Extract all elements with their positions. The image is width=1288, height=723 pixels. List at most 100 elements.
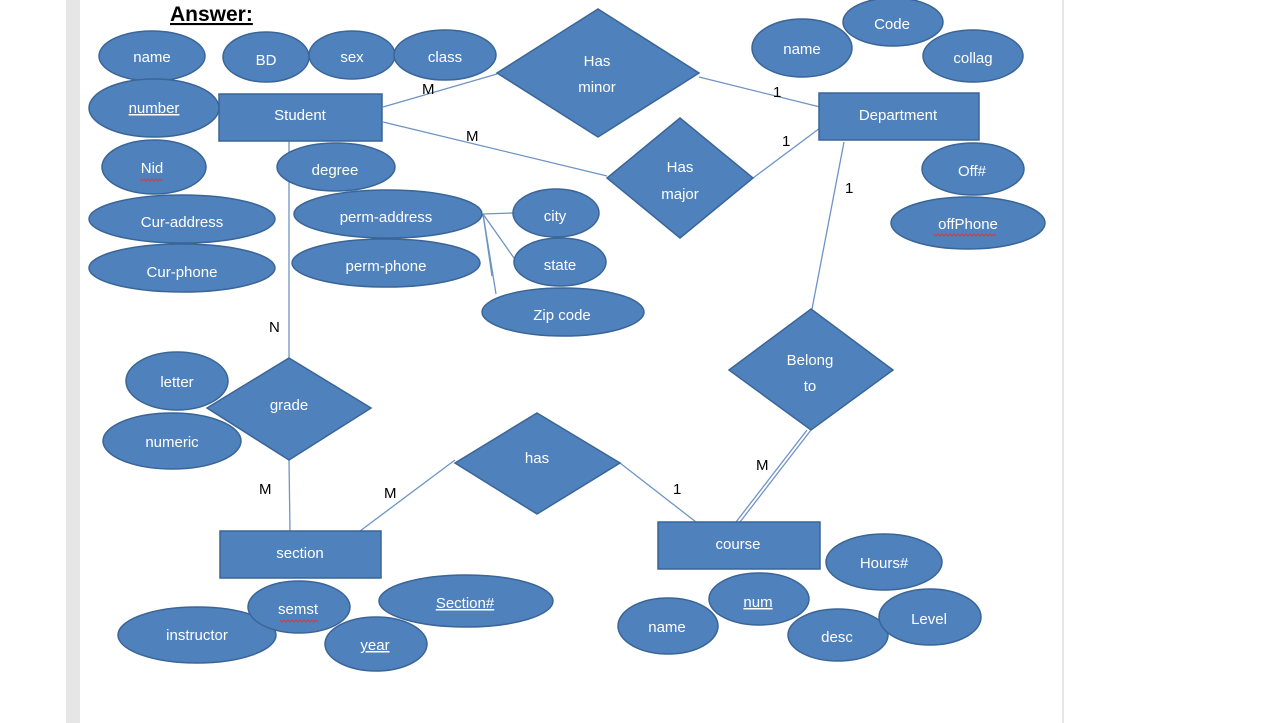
attr-state-label: state (544, 257, 577, 274)
line-grade-section (288, 459, 291, 532)
rel-belong-to (727, 308, 895, 431)
attr-cur-address-label: Cur-address (141, 214, 224, 231)
rel-has-major-label-1: Has (667, 159, 694, 176)
attr-level-label: Level (911, 611, 947, 628)
page-margin-left (66, 0, 80, 723)
attr-off-phone (890, 196, 1046, 250)
attr-course-name (617, 597, 719, 655)
card-department-belong: 1 (845, 180, 853, 197)
attr-numeric (102, 412, 242, 470)
attr-degree-label: degree (312, 162, 359, 179)
attr-city-label: city (544, 208, 567, 225)
attr-section-no-label: Section# (436, 595, 495, 612)
attr-desc-label: desc (821, 629, 853, 646)
spellcheck-nid (139, 178, 163, 182)
line-permaddress-state (482, 213, 515, 259)
labels: Student Department section course Has mi… (129, 16, 998, 654)
rel-grade-label: grade (270, 397, 308, 414)
attr-collag (922, 29, 1024, 83)
card-student-major: M (466, 128, 479, 145)
attr-section-no (378, 574, 554, 628)
line-department-belongto (811, 141, 845, 310)
card-student-grade: N (269, 319, 280, 336)
attr-nid (101, 139, 207, 195)
attr-class-label: class (428, 49, 462, 66)
attr-off-no (921, 142, 1025, 196)
attr-bd-label: BD (256, 52, 277, 69)
line-belongto-course-b (739, 429, 812, 523)
attr-sex-label: sex (340, 49, 364, 66)
attr-instructor (117, 606, 277, 664)
attr-collag-label: collag (953, 50, 992, 67)
entity-course (657, 521, 821, 570)
attr-dept-name (751, 18, 853, 78)
attr-dept-name-label: name (783, 41, 821, 58)
attr-year (324, 616, 428, 672)
rel-has-minor-label-2: minor (578, 79, 616, 96)
rel-has-minor-label-1: Has (584, 53, 611, 70)
attr-cur-phone (88, 243, 276, 293)
attr-hours-no (825, 533, 943, 591)
attr-zip-code-label: Zip code (533, 307, 591, 324)
entity-student-label: Student (274, 107, 327, 124)
card-student-minor: M (422, 81, 435, 98)
line-student-hasminor (382, 73, 498, 108)
attr-semst-label: semst (278, 601, 319, 618)
entity-student (218, 93, 383, 142)
attr-perm-address (293, 189, 483, 239)
attr-number-label: number (129, 100, 180, 117)
attr-off-no-label: Off# (958, 163, 987, 180)
attr-zip-code (481, 287, 645, 337)
answer-heading: Answer: (170, 3, 253, 26)
entity-department-label: Department (859, 107, 938, 124)
line-has-course (619, 462, 697, 523)
rel-has-label: has (525, 450, 549, 467)
card-major-department: 1 (782, 133, 790, 150)
attr-course-name-label: name (648, 619, 686, 636)
attr-off-phone-label: offPhone (938, 216, 998, 233)
attr-num-label: num (743, 594, 772, 611)
line-permaddress-zipcode-b (482, 213, 493, 277)
attr-perm-phone (291, 238, 481, 288)
attr-perm-address-label: perm-address (340, 209, 433, 226)
attr-degree (276, 142, 396, 192)
attr-desc (787, 608, 889, 662)
attr-year-label: year (360, 637, 389, 654)
rel-has-major-label-2: major (661, 186, 699, 203)
rel-has-minor (495, 8, 701, 138)
card-minor-department: 1 (773, 84, 781, 101)
card-section-has: M (384, 485, 397, 502)
entity-course-label: course (715, 536, 760, 553)
attr-letter-label: letter (160, 374, 193, 391)
rel-belong-to-label-1: Belong (787, 352, 834, 369)
attr-letter (125, 351, 229, 411)
line-permaddress-city (482, 212, 514, 215)
rel-has (453, 412, 622, 515)
card-grade-section: M (259, 481, 272, 498)
rel-belong-to-label-2: to (804, 378, 817, 395)
attr-level (878, 588, 982, 646)
card-belong-course: M (756, 457, 769, 474)
attr-code (842, 0, 944, 47)
entity-section (219, 530, 382, 579)
attr-instructor-label: instructor (166, 627, 228, 644)
attr-numeric-label: numeric (145, 434, 199, 451)
attr-hours-no-label: Hours# (860, 555, 909, 572)
line-hasminor-department (698, 76, 821, 108)
spellcheck-marks (139, 178, 997, 623)
entity-section-label: section (276, 545, 324, 562)
page-margin-right (1062, 0, 1064, 723)
line-belongto-course-a (735, 429, 808, 523)
attr-state (513, 237, 607, 287)
attr-code-label: Code (874, 16, 910, 33)
line-student-hasmajor (382, 121, 608, 177)
connector-lines (288, 73, 845, 532)
attr-nid-label: Nid (141, 160, 164, 177)
attr-semst (247, 580, 351, 634)
line-section-has (359, 459, 456, 532)
rel-has-major (605, 117, 755, 239)
attr-perm-phone-label: perm-phone (346, 258, 427, 275)
attr-student-name-label: name (133, 49, 171, 66)
spellcheck-offphone (933, 233, 997, 237)
